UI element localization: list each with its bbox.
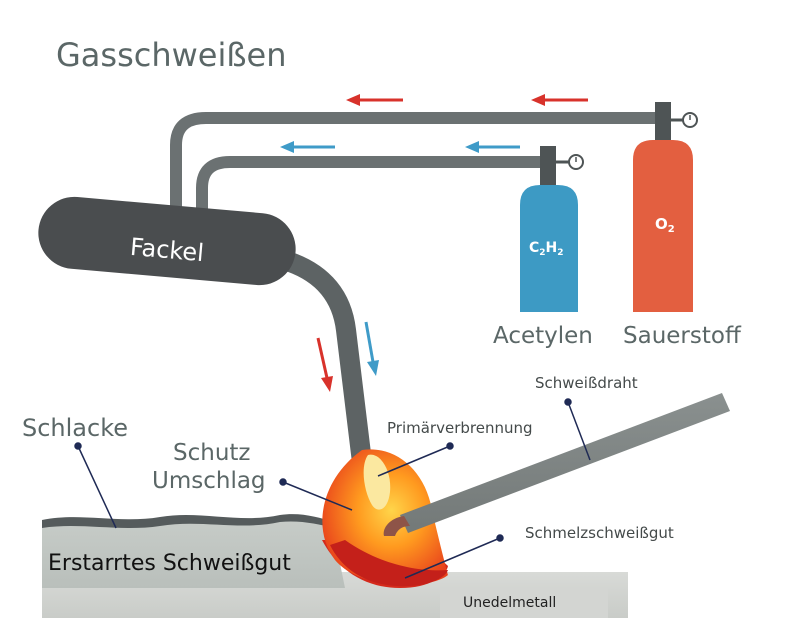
acetylene-formula: C2H2 [529,240,564,258]
oxygen-cylinder: O2 [633,102,698,312]
shield-label-line1: Schutz [173,440,251,466]
welding-rod [400,393,730,533]
acetylene-label: Acetylen [493,323,593,349]
slag-label: Schlacke [22,414,128,442]
base-metal-label-area [440,588,608,618]
base-metal-label: Unedelmetall [463,595,556,611]
weld-pool [330,540,448,587]
nozzle-flow-arrows [316,321,379,392]
torch-nozzle [280,252,372,472]
acetylene-cylinder: C2H2 [520,146,584,312]
molten-weld-label: Schmelzschweißgut [525,524,674,542]
acetylene-cylinder-body [520,185,578,312]
solidified-weld-label: Erstarrtes Schweißgut [48,551,291,576]
acetylene-hose [196,156,554,231]
oxygen-flow-arrows [346,94,588,106]
primary-flame-cone [363,454,391,510]
leader-lines [74,398,591,579]
primary-combustion-label: Primärverbrennung [387,419,533,437]
solidified-weld [42,517,345,588]
page-title: Gasschweißen [56,36,287,74]
oxygen-cylinder-body [633,140,693,312]
oxygen-label: Sauerstoff [623,323,742,349]
acetylene-flow-arrows [280,141,520,153]
torch-handle: Fackel [38,196,296,286]
welding-wire-label: Schweißdraht [535,374,638,392]
shield-label-line2: Umschlag [152,468,266,494]
welding-rod-tip [383,516,410,536]
oxygen-hose [170,112,669,231]
torch-label: Fackel [129,233,205,267]
oxygen-formula: O2 [655,215,675,235]
